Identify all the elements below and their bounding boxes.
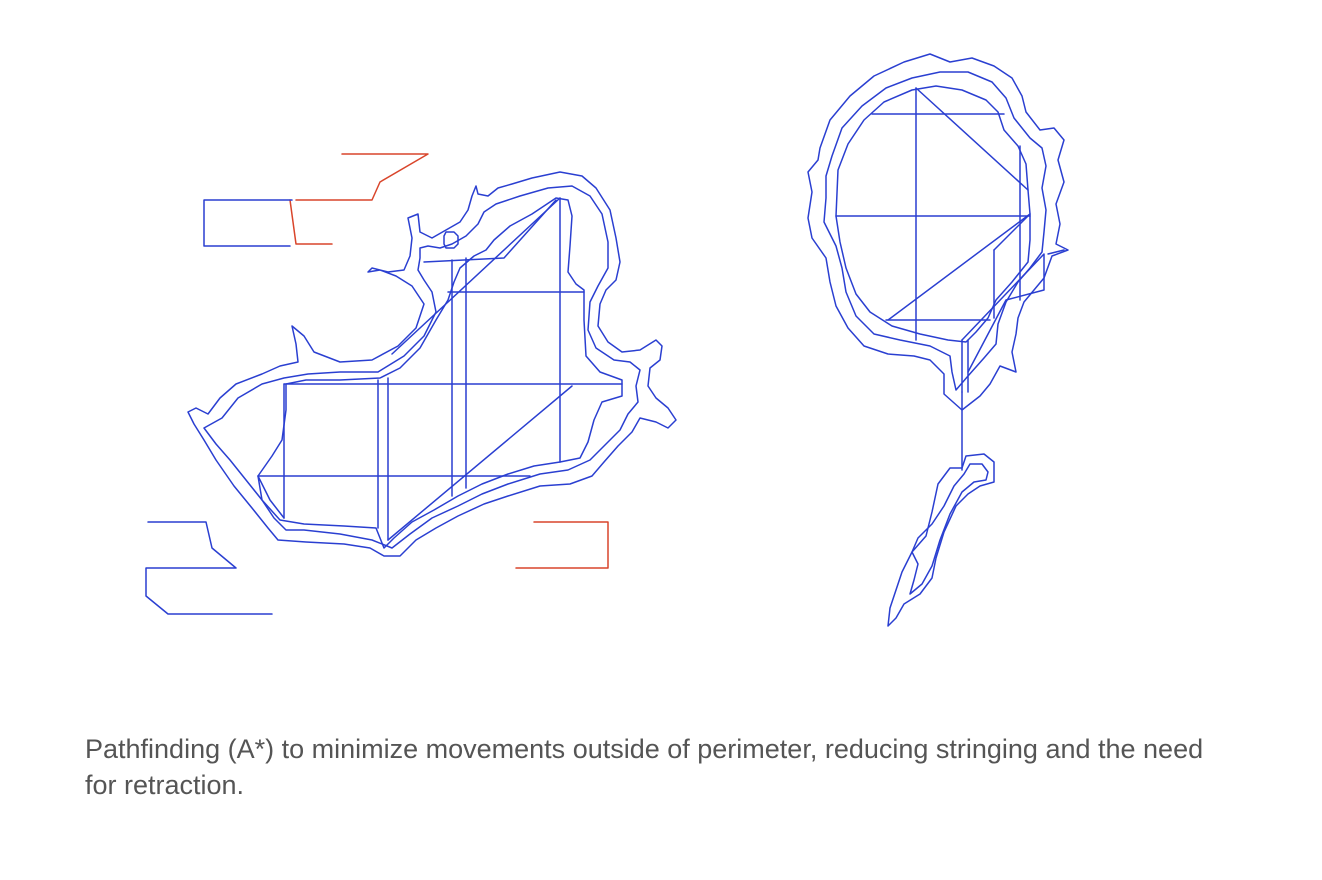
left-infill [257,197,623,541]
travel-blue-bottom [145,521,273,615]
right-island [807,53,1069,627]
right-middle-perimeter [823,71,1047,391]
left-inner-perimeter [257,197,623,549]
travel-red-top [295,153,429,201]
right-outer-perimeter [807,53,1069,411]
left-small-hole [443,231,459,249]
left-middle-perimeter [203,185,641,549]
travel-red-bottom [515,521,609,569]
right-tail-outer [887,453,995,627]
right-infill [835,87,1065,393]
right-tail-inner [909,463,989,595]
travel-blue-box [203,199,293,247]
left-travel-paths [145,153,609,615]
left-outer-perimeter [187,171,677,557]
travel-red-stub [289,199,333,245]
left-island [187,171,677,557]
caption: Pathfinding (A*) to minimize movements o… [85,734,1204,800]
toolpath-diagram [145,53,1069,627]
right-inner-perimeter [835,85,1031,343]
